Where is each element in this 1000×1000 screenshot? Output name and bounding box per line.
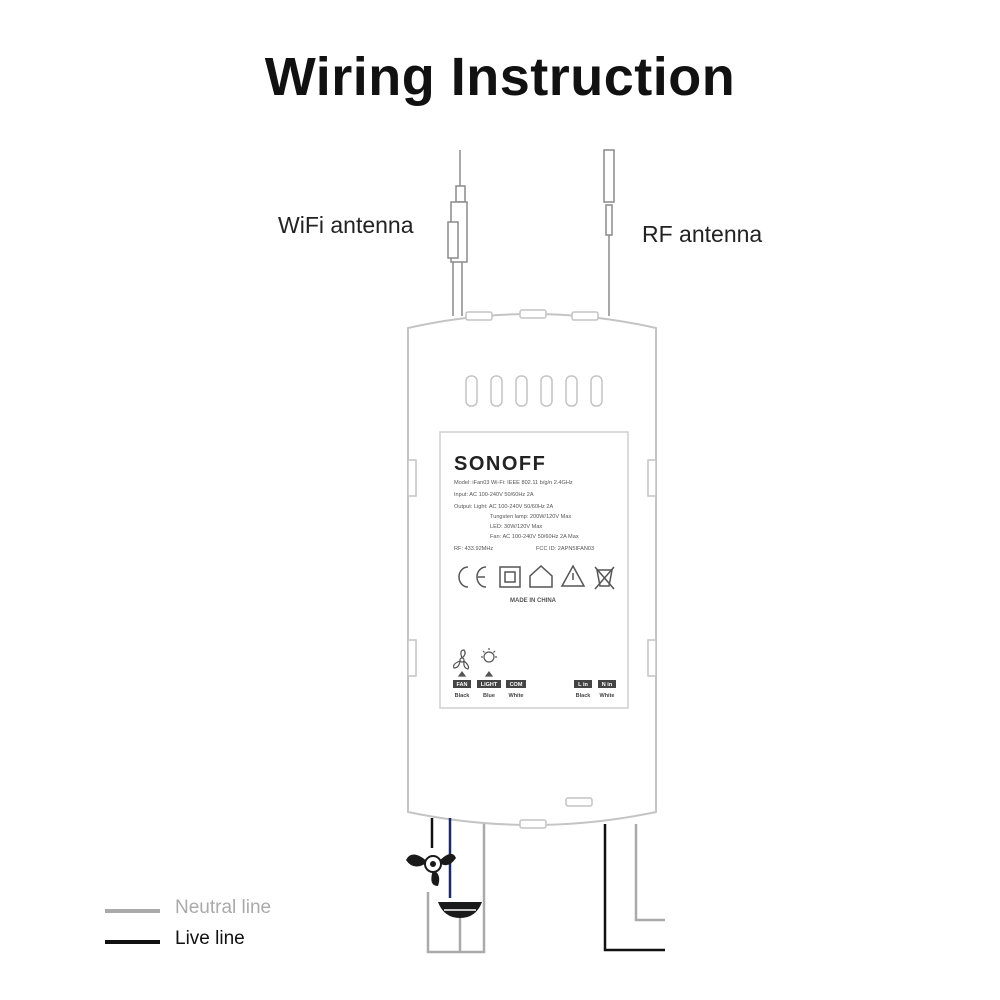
live-input-wire [603,824,665,952]
bottom-tabs [519,797,593,829]
certification-icons [458,564,615,590]
vent-slots [465,375,603,407]
legend-live-label: Live line [175,928,245,949]
wifi-antenna [447,150,468,316]
legend-live-swatch [105,940,160,944]
terminal-fan-label: FAN [457,682,468,688]
spec-line: Fan: AC 100-240V 50/60Hz 2A Max [490,534,579,540]
brand-logo: SONOFF [454,453,546,475]
terminal-light-tag [477,680,501,688]
spec-line: Input: AC 100-240V 50/60Hz 2A [454,492,534,498]
terminal-nin-tag [598,680,616,688]
neutral-wire-out [426,824,486,954]
terminal-lin-label: L in [578,682,588,688]
terminal-nin-label: N in [602,682,613,688]
double-insulation-icon [499,566,521,588]
terminal-com-label: COM [510,682,523,688]
terminal-light-label: LIGHT [481,682,498,688]
legend-neutral-label: Neutral line [175,897,272,918]
warning-icon [560,564,586,587]
spec-lines: Model: iFan03 Wi-Fi: IEEE 802.11 b/g/n 2… [454,480,594,552]
terminal-com-tag [506,680,526,688]
fan-icon [453,649,470,677]
spec-line: RF: 433.92MHz [454,546,493,552]
indoor-use-icon [529,564,553,588]
spec-line: Model: iFan03 Wi-Fi: IEEE 802.11 b/g/n 2… [454,480,573,486]
weee-bin-icon [594,566,615,590]
rf-antenna-label: RF antenna [642,221,763,247]
spec-line: FCC ID: 2APN5IFAN03 [536,546,594,552]
neutral-input-wire [634,824,665,922]
terminal-lin-tag [574,680,592,688]
ce-mark-icon [458,566,487,588]
ceiling-light-icon [438,902,482,918]
terminal-light-color: Blue [483,693,495,699]
terminal-lin-color: Black [576,693,592,699]
terminal-fan-tag [453,680,471,688]
spec-line: LED: 30W/120V Max [490,524,542,530]
top-tabs [465,309,599,321]
terminal-com-color: White [509,693,524,699]
spec-line: Output: Light: AC 100-240V 50/60Hz 2A [454,504,553,510]
light-bulb-icon [481,648,497,677]
input-wires [603,824,665,952]
page-title: Wiring Instruction [264,47,736,107]
rf-antenna [603,149,615,316]
ceiling-fan-icon [406,853,456,886]
terminal-nin-color: White [600,693,615,699]
wifi-antenna-label: WiFi antenna [278,212,414,238]
terminal-fan-color: Black [455,693,471,699]
terminal-tags: FAN Black LIGHT Blue COM White L in Blac… [453,680,616,699]
made-in-text: MADE IN CHINA [510,598,557,604]
side-clips [407,459,657,677]
spec-line: Tungsten lamp: 200W/120V Max [490,514,571,520]
legend-neutral-swatch [105,909,160,913]
